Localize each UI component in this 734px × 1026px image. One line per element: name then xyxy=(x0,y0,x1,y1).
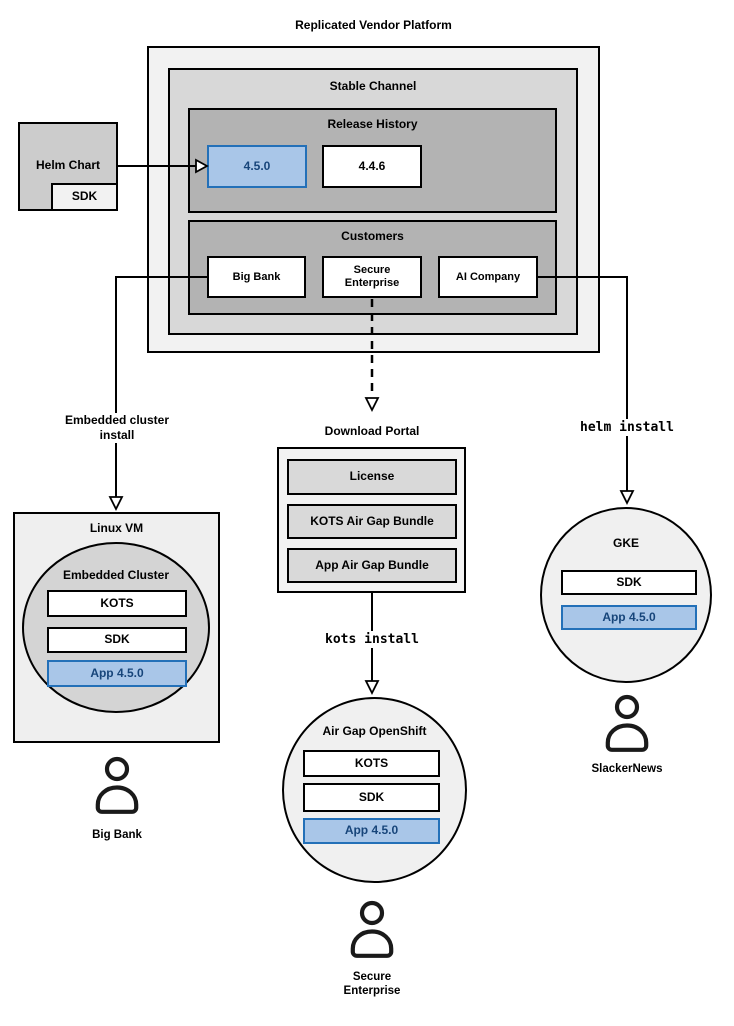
kots-airgap-bundle-box: KOTS Air Gap Bundle xyxy=(287,504,457,539)
airgap-sdk-box: SDK xyxy=(303,783,440,812)
release-4-5-0: 4.5.0 xyxy=(207,145,307,188)
gke-label: GKE xyxy=(612,536,639,550)
embedded-cluster-label: Embedded Cluster xyxy=(62,568,170,582)
gke-app-box: App 4.5.0 xyxy=(561,605,697,630)
linux-vm-label: Linux VM xyxy=(89,521,144,535)
embedded-cluster-sdk-box: SDK xyxy=(47,627,187,653)
embedded-cluster-install-label: Embedded cluster install xyxy=(54,413,180,443)
release-history-label: Release History xyxy=(327,117,418,131)
slackernews-persona-label: SlackerNews xyxy=(591,763,663,775)
customer-secure-enterprise: Secure Enterprise xyxy=(322,256,422,298)
diagram-title: Replicated Vendor Platform xyxy=(295,18,452,32)
gke-sdk-box: SDK xyxy=(561,570,697,595)
customer-big-bank: Big Bank xyxy=(207,256,306,298)
download-portal-label: Download Portal xyxy=(324,424,420,438)
stable-channel-label: Stable Channel xyxy=(329,79,417,93)
app-airgap-bundle-box: App Air Gap Bundle xyxy=(287,548,457,583)
helm-install-command: helm install xyxy=(567,419,687,436)
secure-enterprise-person-icon xyxy=(347,900,397,967)
airgap-kots-box: KOTS xyxy=(303,750,440,777)
embedded-cluster-kots-box: KOTS xyxy=(47,590,187,617)
license-box: License xyxy=(287,459,457,495)
embedded-cluster-app-box: App 4.5.0 xyxy=(47,660,187,687)
slackernews-person-icon xyxy=(602,694,652,761)
airgap-openshift-label: Air Gap OpenShift xyxy=(322,724,427,738)
release-4-4-6: 4.4.6 xyxy=(322,145,422,188)
secure-enterprise-persona-label: Secure Enterprise xyxy=(343,971,401,998)
gke-circle xyxy=(540,507,712,683)
customer-ai-company: AI Company xyxy=(438,256,538,298)
helm-chart-label: Helm Chart xyxy=(35,158,100,172)
helm-chart-sdk-box: SDK xyxy=(51,183,118,211)
airgap-app-box: App 4.5.0 xyxy=(303,818,440,844)
big-bank-person-icon xyxy=(92,756,142,823)
big-bank-persona-label: Big Bank xyxy=(92,829,142,841)
customers-label: Customers xyxy=(341,229,404,243)
kots-install-command: kots install xyxy=(312,631,432,648)
